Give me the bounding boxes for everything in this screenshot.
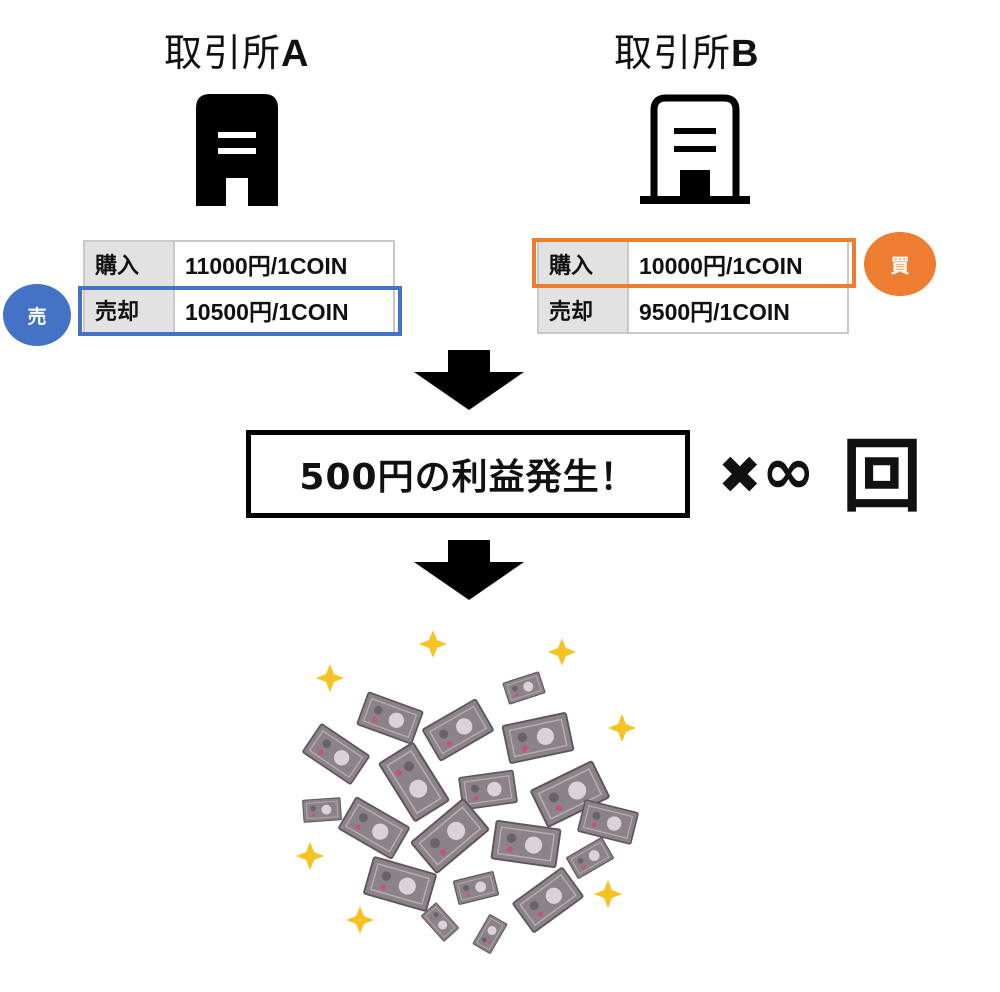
exchange-a-title-prefix: 取引所 — [164, 31, 282, 75]
down-arrow-icon — [414, 540, 524, 600]
count-label: 回 — [842, 429, 922, 523]
money-shower-illustration — [296, 630, 640, 955]
buy-label: 購入 — [83, 240, 175, 288]
building-icon-outline — [640, 94, 750, 204]
sell-label: 売却 — [537, 286, 629, 334]
buy-price: 11000円/1COIN — [173, 240, 395, 288]
exchange-a-title-letter: A — [281, 33, 310, 75]
exchange-b-title: 取引所B — [614, 22, 759, 77]
buy-row-highlight — [532, 238, 856, 288]
sell-badge: 売 — [3, 284, 71, 346]
down-arrow-icon — [414, 350, 524, 410]
exchange-b-title-prefix: 取引所 — [614, 31, 732, 75]
repeat-multiplier: ✖∞ — [718, 440, 815, 504]
sell-row-highlight — [78, 286, 402, 336]
table-row: 購入 11000円/1COIN — [83, 240, 395, 288]
exchange-a-title: 取引所A — [164, 22, 309, 77]
exchange-b-title-letter: B — [731, 33, 760, 75]
building-icon-filled — [196, 94, 278, 206]
table-row: 売却 9500円/1COIN — [537, 286, 849, 334]
buy-badge: 買 — [864, 232, 936, 296]
infinity-symbol: ∞ — [761, 435, 815, 509]
buy-label: 購入 — [537, 240, 629, 288]
multiply-symbol: ✖ — [718, 446, 762, 506]
profit-box: 500円の利益発生！ — [246, 430, 690, 518]
sell-price: 9500円/1COIN — [627, 286, 849, 334]
sell-label: 売却 — [83, 286, 175, 334]
